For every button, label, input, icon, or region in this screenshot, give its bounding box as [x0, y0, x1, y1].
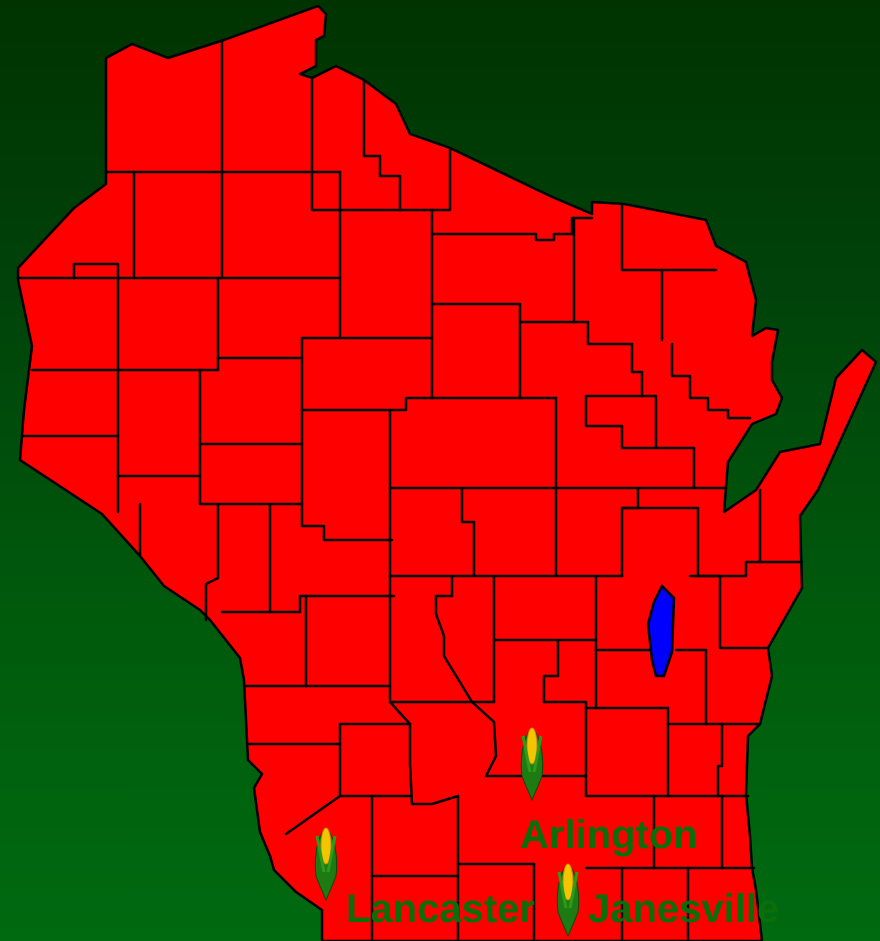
city-label-janesville: Janesville — [588, 887, 779, 931]
county-borders — [16, 38, 804, 941]
wisconsin-outline — [16, 4, 878, 941]
city-label-arlington: Arlington — [520, 813, 698, 857]
lake-winnebago — [646, 583, 676, 678]
city-label-lancaster: Lancaster — [346, 887, 535, 931]
